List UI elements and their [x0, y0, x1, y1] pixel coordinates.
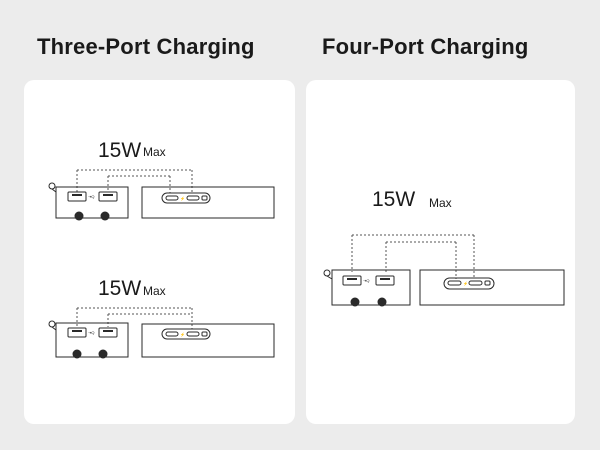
usb-a-port-icon	[342, 275, 362, 286]
usb-c-port-icon	[165, 331, 179, 337]
power-bank-front-side-icon: ⇥Q	[48, 182, 129, 221]
usb-c-port-icon	[447, 280, 462, 286]
usb-a-port-icon	[375, 275, 395, 286]
four-port-panel	[306, 80, 575, 424]
power-label: 15W	[98, 277, 141, 300]
max-label: Max	[429, 196, 452, 210]
connector-lines	[76, 307, 193, 329]
power-label: 15W	[372, 188, 415, 211]
svg-text:⇥Q: ⇥Q	[88, 194, 94, 199]
connector-lines	[76, 169, 193, 193]
usb-c-port-icon	[165, 195, 179, 201]
power-bank-usb-c-side-icon: ⚡	[141, 323, 275, 358]
four-port-title: Four-Port Charging	[322, 34, 529, 59]
usb-a-port-icon	[67, 191, 87, 202]
power-bank-front-side-icon: ⇥Q	[48, 320, 129, 359]
config-three-port-1: 15W Max ⇥Q ⚡	[48, 139, 275, 221]
usb-a-port-icon	[98, 191, 118, 202]
power-bank-usb-c-side-icon: ⚡	[419, 269, 565, 306]
config-three-port-2: 15W Max ⇥Q ⚡	[48, 277, 275, 359]
svg-text:⚡: ⚡	[180, 196, 185, 201]
power-label: 15W	[98, 139, 141, 162]
power-bank-usb-c-side-icon: ⚡	[141, 186, 275, 219]
max-label: Max	[143, 145, 166, 159]
max-label: Max	[143, 284, 166, 298]
usb-a-port-icon	[67, 327, 87, 338]
usb-c-port-icon	[186, 331, 200, 337]
svg-text:⚡: ⚡	[463, 281, 468, 286]
usb-c-port-icon	[186, 195, 200, 201]
power-bank-front-side-icon: ⇥Q	[323, 269, 411, 307]
config-four-port: 15W Max ⇥Q ⚡	[323, 188, 565, 307]
usb-c-port-icon	[468, 280, 483, 286]
svg-text:⇥Q: ⇥Q	[88, 330, 94, 335]
connector-lines	[351, 234, 475, 279]
usb-a-port-icon	[98, 327, 118, 338]
svg-text:⚡: ⚡	[180, 332, 185, 337]
three-port-title: Three-Port Charging	[37, 34, 255, 59]
svg-text:⇥Q: ⇥Q	[363, 278, 369, 283]
three-port-panel	[24, 80, 295, 424]
